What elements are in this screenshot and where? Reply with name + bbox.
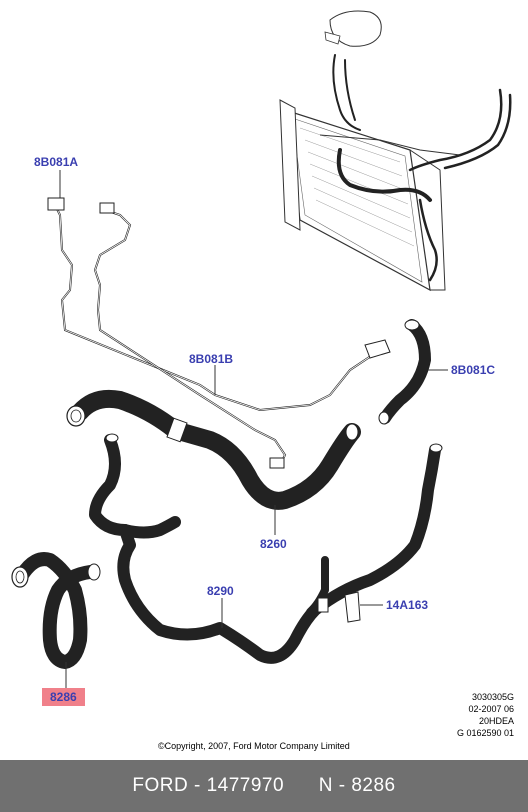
reference-line-4: G 0162590 01 xyxy=(456,728,514,738)
callout-8b081a: 8B081A xyxy=(34,155,79,169)
callout-8286-highlighted[interactable]: 8286 xyxy=(42,688,85,706)
hose-8290 xyxy=(89,433,443,664)
footer-sep-2: - xyxy=(332,775,352,796)
callout-8b081c: 8B081C xyxy=(451,363,496,377)
heater-tubes-8b081 xyxy=(47,197,391,469)
hose-8260 xyxy=(66,389,361,510)
hose-8286 xyxy=(11,552,101,669)
footer-ref-number[interactable]: 8286 xyxy=(351,775,396,796)
reference-line-2: 02-2007 06 xyxy=(468,704,514,714)
footer-part-number[interactable]: 1477970 xyxy=(206,775,285,796)
hose-8b081c xyxy=(378,319,431,425)
parts-diagram xyxy=(11,10,512,688)
bracket-14a163 xyxy=(344,591,383,623)
callout-8b081b: 8B081B xyxy=(189,352,234,366)
reference-block: 3030305G 02-2007 06 20HDEA G 0162590 01 xyxy=(457,691,514,739)
callout-14a163: 14A163 xyxy=(386,598,429,612)
footer-gap xyxy=(284,775,319,797)
reference-line-1: 3030305G xyxy=(471,692,514,702)
footer-bar: FORD - 1477970 N - 8286 xyxy=(0,760,528,812)
footer-sep-1: - xyxy=(188,775,207,796)
footer-ref-prefix: N xyxy=(318,775,333,796)
reference-line-3: 20HDEA xyxy=(478,716,514,726)
callout-8290: 8290 xyxy=(207,584,234,598)
copyright-notice: ©Copyright, 2007, Ford Motor Company Lim… xyxy=(158,741,350,751)
radiator-assembly xyxy=(279,10,512,292)
footer-brand: FORD xyxy=(132,775,189,796)
callout-8260: 8260 xyxy=(260,537,287,551)
